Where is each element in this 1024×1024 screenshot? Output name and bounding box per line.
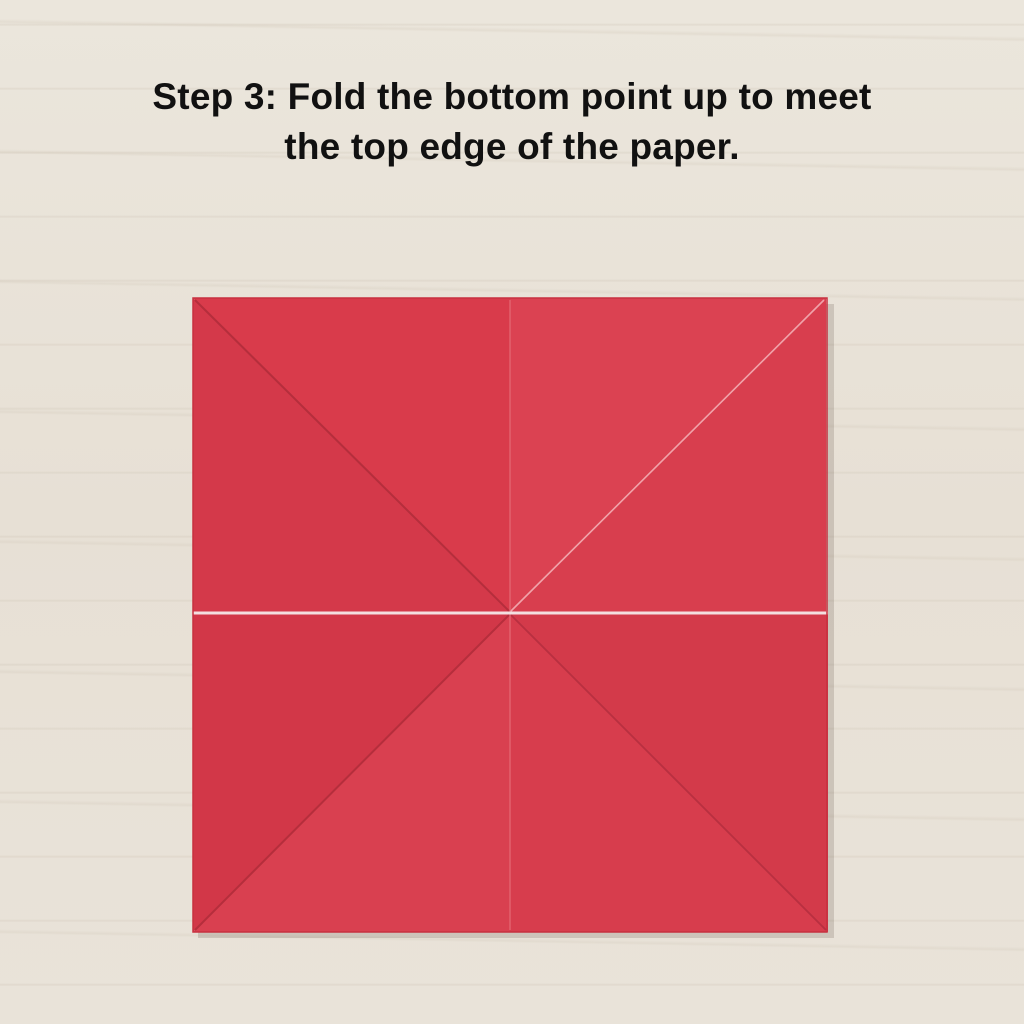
- crease-diagonal-tl: [194, 299, 511, 613]
- crease-diagonal-br: [509, 613, 827, 931]
- crease-diagonal-tr: [509, 299, 825, 613]
- paper-edge: [192, 297, 828, 933]
- instruction-line-1: Step 3: Fold the bottom point up to meet: [152, 76, 872, 117]
- instruction-line-2: the top edge of the paper.: [284, 126, 740, 167]
- step-instruction: Step 3: Fold the bottom point up to meet…: [0, 72, 1024, 172]
- crease-diagonal-bl: [194, 613, 511, 931]
